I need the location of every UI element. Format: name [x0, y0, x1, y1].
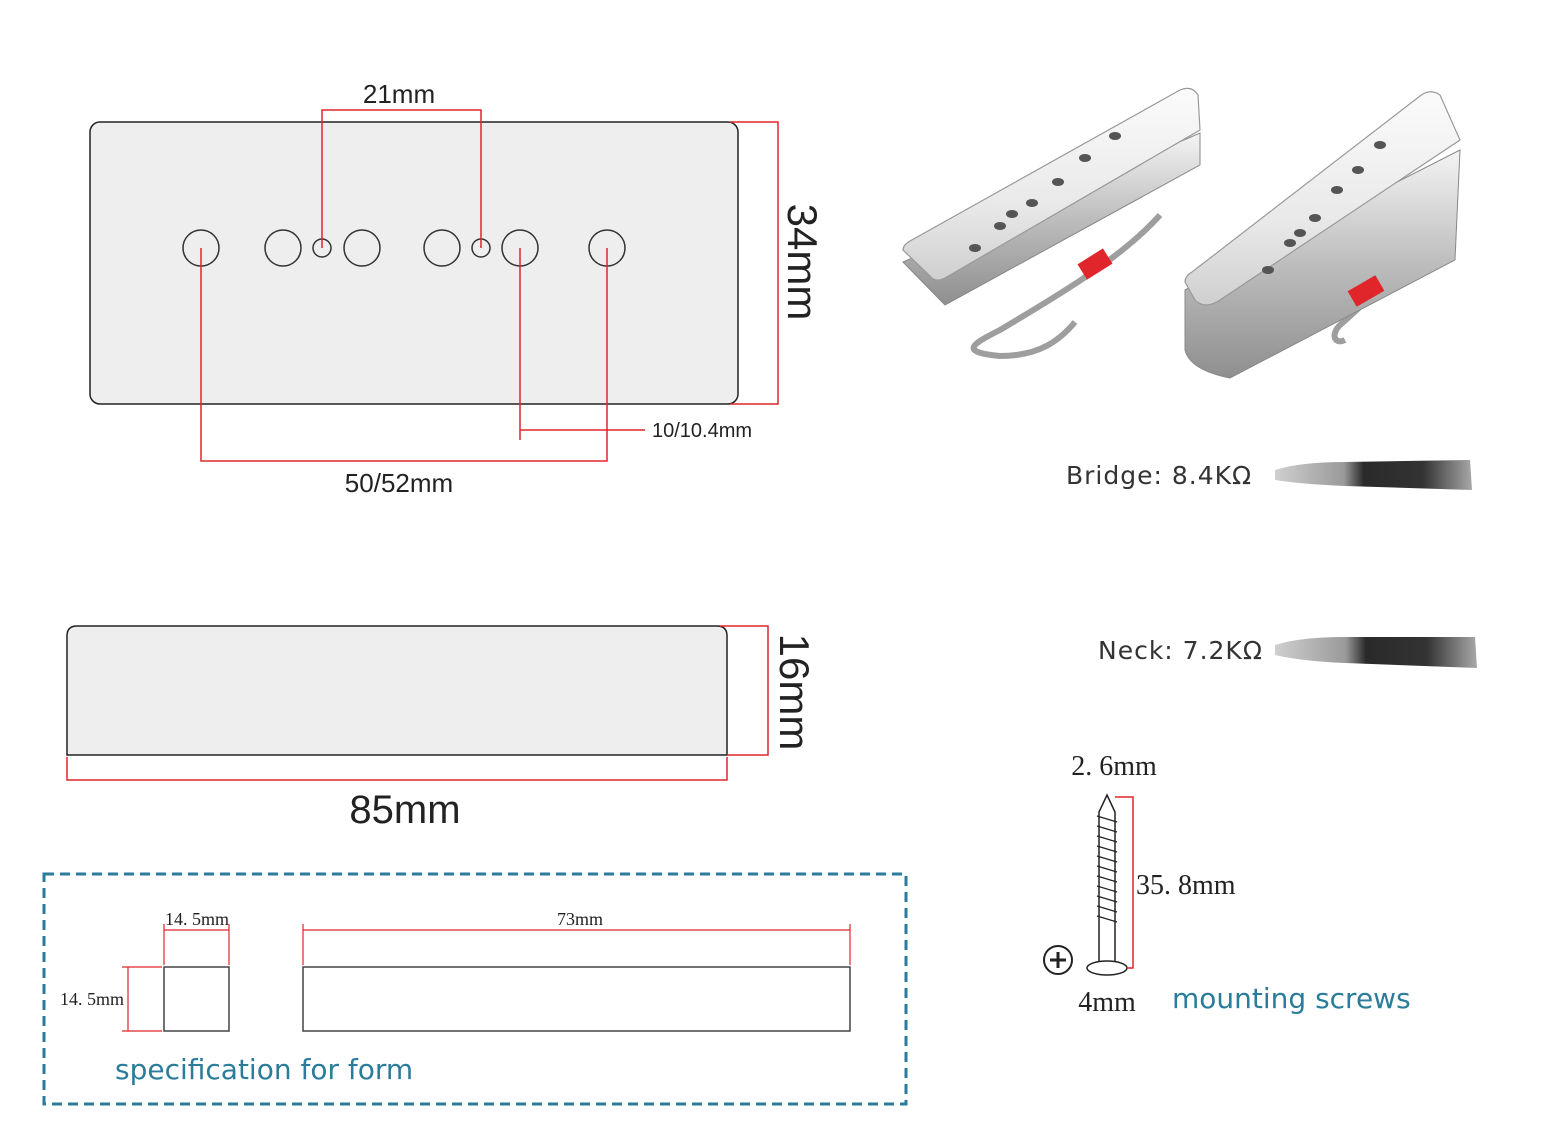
- form-spec-box: 14. 5mm 14. 5mm 73mm specification for f…: [42, 872, 908, 1106]
- dashed-frame: [42, 872, 908, 1106]
- side-view: 16mm 85mm: [66, 625, 818, 832]
- red-tape: [1347, 275, 1385, 307]
- screw-spacing-label: 21mm: [363, 79, 435, 109]
- bridge-resistance: Bridge: 8.4KΩ: [1066, 460, 1472, 490]
- screw-length-line: [1115, 796, 1134, 969]
- pole-gap-label: 10/10.4mm: [652, 420, 752, 442]
- top-dimension-lines: [200, 109, 779, 462]
- bridge-lead-icon: [1275, 460, 1472, 490]
- pickup-top-outline: [89, 121, 739, 405]
- top-height-label: 34mm: [779, 204, 826, 321]
- screw-head: [1086, 960, 1128, 976]
- side-height-label: 16mm: [771, 634, 818, 751]
- screw-diameter-label: 2. 6mm: [1071, 751, 1157, 782]
- neck-resistance-label: Neck: 7.2KΩ: [1098, 636, 1263, 665]
- pole-piece: [343, 229, 381, 267]
- bar-length-label: 73mm: [557, 909, 603, 929]
- cover-side: [1184, 149, 1461, 379]
- mounting-screws-caption: mounting screws: [1172, 982, 1411, 1015]
- square-form: [163, 966, 230, 1032]
- pickup-photo-right: [1184, 91, 1461, 379]
- pole-span-label: 50/52mm: [345, 468, 453, 498]
- square-height-label: 14. 5mm: [60, 989, 124, 1009]
- red-tape: [1077, 248, 1113, 280]
- neck-lead-icon: [1275, 637, 1477, 668]
- bar-form: [302, 966, 851, 1032]
- form-dimension-lines: [122, 924, 851, 1032]
- mounting-screw: 2. 6mm 35. 8mm 4mm mounting screws: [1043, 751, 1411, 1018]
- form-spec-caption: specification for form: [115, 1053, 413, 1086]
- pole-screws: [969, 132, 1121, 252]
- cover-top: [902, 87, 1201, 281]
- pickup-side-outline: [66, 625, 728, 756]
- top-view: 21mm 34mm 10/10.4mm 50/52mm: [89, 79, 826, 498]
- side-length-label: 85mm: [349, 788, 460, 832]
- square-width-label: 14. 5mm: [165, 909, 229, 929]
- pickup-photo-left: [902, 87, 1201, 360]
- pole-piece: [264, 229, 302, 267]
- pole-piece: [423, 229, 461, 267]
- phillips-icon: [1043, 945, 1073, 975]
- bridge-resistance-label: Bridge: 8.4KΩ: [1066, 461, 1252, 490]
- screw-length-label: 35. 8mm: [1136, 870, 1236, 901]
- screw-threads: [1096, 815, 1118, 923]
- pole-screws: [1262, 141, 1386, 274]
- screw-head-label: 4mm: [1078, 987, 1136, 1018]
- cover-top: [1184, 91, 1461, 306]
- neck-resistance: Neck: 7.2KΩ: [1098, 636, 1477, 668]
- side-dimension-lines: [66, 625, 769, 781]
